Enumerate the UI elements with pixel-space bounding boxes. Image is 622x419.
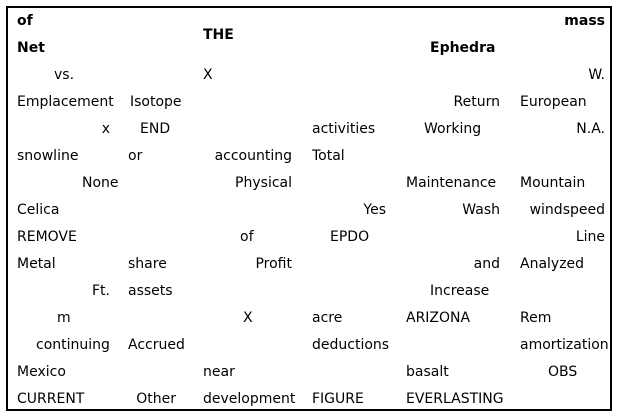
cell-r12-everlasting: EVERLASTING (406, 391, 504, 407)
cell-r2-end: END (140, 121, 171, 137)
cell-r8-assets: assets (128, 283, 173, 299)
cell-r2-working: Working (424, 121, 482, 137)
cell-r4-physical: Physical (235, 175, 292, 191)
cell-r6-of: of (240, 229, 254, 245)
cell-r1-european: European (520, 94, 587, 110)
document-frame (6, 6, 612, 411)
cell-r7-and: and (473, 256, 500, 272)
cell-r2-na: N.A. (576, 121, 605, 137)
cell-r3-snowline: snowline (17, 148, 79, 164)
cell-r8-increase: Increase (430, 283, 490, 299)
cell-r10-continuing: continuing (36, 337, 110, 353)
cell-r0-x: X (203, 67, 213, 83)
cell-r5-celica: Celica (17, 202, 60, 218)
cell-r5-yes: Yes (363, 202, 386, 218)
cell-r10-accrued: Accrued (128, 337, 185, 353)
cell-r6-line: Line (575, 229, 605, 245)
cell-r4-mountain: Mountain (520, 175, 586, 191)
cell-r7-profit: Profit (255, 256, 292, 272)
cell-r2-x: x (101, 121, 110, 137)
cell-r4-none: None (82, 175, 119, 191)
cell-r0-vs: vs. (54, 67, 75, 83)
cell-r2-activities: activities (312, 121, 376, 137)
cell-r11-obs: OBS (548, 364, 578, 380)
cell-r7-share: share (128, 256, 167, 272)
cell-r3-or: or (128, 148, 143, 164)
header-the: THE (203, 27, 234, 43)
cell-r9-m: m (57, 310, 71, 326)
cell-r5-wash: Wash (462, 202, 500, 218)
cell-r12-development: development (203, 391, 296, 407)
cell-r0-w: W. (588, 67, 605, 83)
cell-r9-x: X (243, 310, 253, 326)
cell-r1-isotope: Isotope (130, 94, 182, 110)
header-ephedra: Ephedra (430, 40, 496, 56)
cell-r7-metal: Metal (17, 256, 56, 272)
cell-r5-windspeed: windspeed (529, 202, 605, 218)
cell-r10-amortization: amortization (520, 337, 609, 353)
cell-r12-current: CURRENT (17, 391, 85, 407)
cell-r6-epdo: EPDO (330, 229, 370, 245)
cell-r4-maintenance: Maintenance (406, 175, 497, 191)
cell-r6-remove: REMOVE (17, 229, 77, 245)
cell-r12-figure: FIGURE (312, 391, 364, 407)
cell-r10-deductions: deductions (312, 337, 390, 353)
cell-r8-ft: Ft. (92, 283, 110, 299)
cell-r7-analyzed: Analyzed (520, 256, 585, 272)
cell-r3-total: Total (312, 148, 345, 164)
cell-r12-other: Other (136, 391, 176, 407)
cell-r9-rem: Rem (520, 310, 552, 326)
cell-r1-emplacement: Emplacement (17, 94, 114, 110)
header-net: Net (17, 40, 45, 56)
cell-r3-accounting: accounting (214, 148, 292, 164)
cell-r1-return: Return (453, 94, 500, 110)
header-of: of (17, 13, 33, 29)
cell-r11-basalt: basalt (406, 364, 449, 380)
header-mass: mass (564, 13, 605, 29)
cell-r11-near: near (203, 364, 235, 380)
cell-r9-acre: acre (312, 310, 343, 326)
cell-r9-arizona: ARIZONA (406, 310, 471, 326)
cell-r11-mexico: Mexico (17, 364, 66, 380)
